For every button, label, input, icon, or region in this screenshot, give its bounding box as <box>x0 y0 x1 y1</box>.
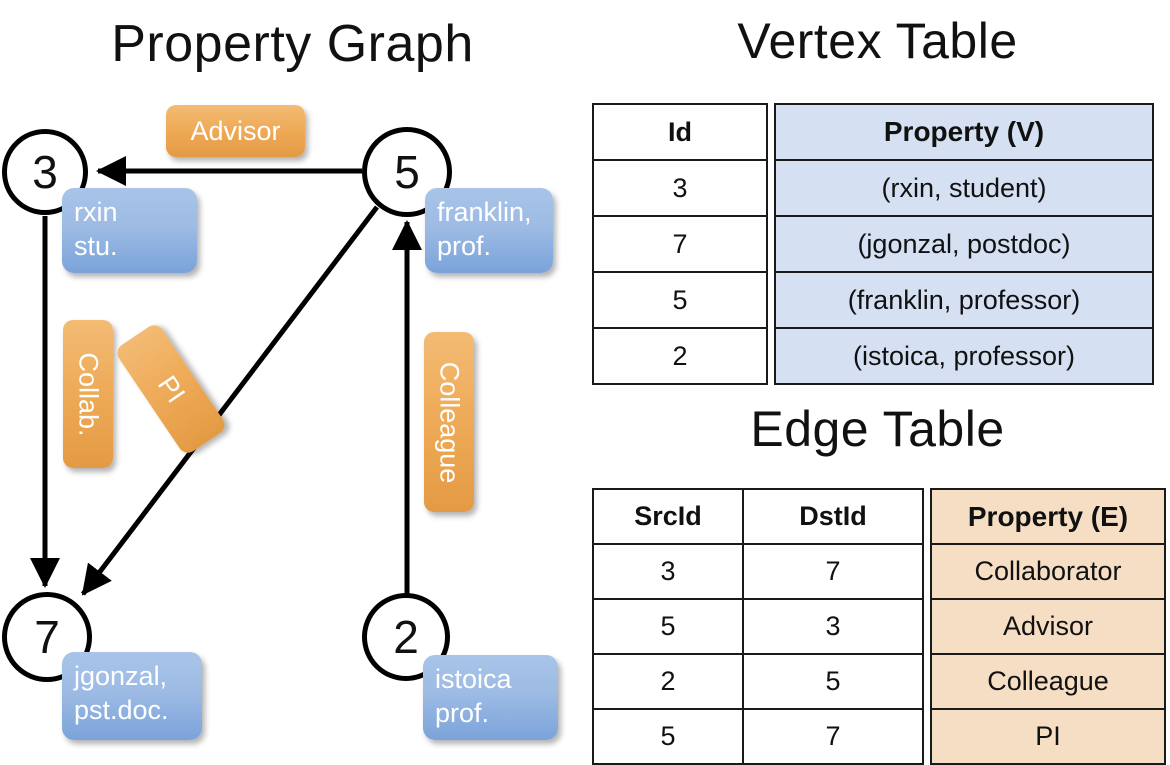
table-row[interactable]: 2 5 Colleague <box>592 653 1166 710</box>
graph-node-7-label: 7 <box>34 611 60 663</box>
vertex-cell-property: (jgonzal, postdoc) <box>774 215 1154 273</box>
table-row[interactable]: 3 7 Collaborator <box>592 543 1166 600</box>
table-row[interactable]: 2 (istoica, professor) <box>592 327 1154 385</box>
edge-cell-srcid: 5 <box>592 598 744 655</box>
table-row[interactable]: 5 3 Advisor <box>592 598 1166 655</box>
edge-label-colleague-text: Colleague <box>434 361 465 483</box>
edge-label-colleague[interactable]: Colleague <box>424 332 474 512</box>
graph-node-2-label: 2 <box>393 611 419 663</box>
edge-table-column-gap <box>923 599 931 654</box>
node-property-box-2-line2: prof. <box>435 697 490 728</box>
graph-node-3-label: 3 <box>32 146 58 198</box>
table-row[interactable]: 5 (franklin, professor) <box>592 271 1154 329</box>
edge-cell-srcid: 5 <box>592 708 744 765</box>
node-property-box-7-line1: jgonzal, <box>74 661 168 691</box>
vertex-cell-id: 7 <box>592 215 768 273</box>
edge-table-column-gap <box>923 654 931 709</box>
vertex-table-header-property: Property (V) <box>774 103 1154 161</box>
vertex-cell-property: (rxin, student) <box>774 159 1154 217</box>
vertex-table-column-gap <box>767 328 775 384</box>
node-property-box-2[interactable]: istoica prof. <box>423 655 558 740</box>
edge-label-advisor[interactable]: Advisor <box>166 105 305 157</box>
edge-table-header-srcid: SrcId <box>592 488 744 545</box>
vertex-cell-property: (istoica, professor) <box>774 327 1154 385</box>
edge-cell-dstid: 5 <box>742 653 924 710</box>
section-title-vertex-table: Vertex Table <box>737 13 1018 69</box>
edge-arrow-5-to-7 <box>81 205 379 596</box>
vertex-table-column-gap <box>767 160 775 216</box>
edge-table-column-gap <box>923 709 931 764</box>
node-property-box-5-line1: franklin, <box>437 197 532 227</box>
vertex-table-column-gap <box>767 272 775 328</box>
vertex-cell-id: 5 <box>592 271 768 329</box>
vertex-cell-id: 3 <box>592 159 768 217</box>
edge-cell-srcid: 2 <box>592 653 744 710</box>
edge-cell-dstid: 7 <box>742 543 924 600</box>
edge-label-collab[interactable]: Collab. <box>63 320 113 468</box>
vertex-cell-id: 2 <box>592 327 768 385</box>
edge-table: SrcId DstId Property (E) 3 7 Collaborato… <box>592 488 1166 765</box>
edge-cell-dstid: 7 <box>742 708 924 765</box>
table-row[interactable]: 3 (rxin, student) <box>592 159 1154 217</box>
vertex-table-header-id: Id <box>592 103 768 161</box>
edge-label-advisor-text: Advisor <box>190 115 281 146</box>
edge-cell-property: Advisor <box>930 598 1166 655</box>
node-property-box-5[interactable]: franklin, prof. <box>425 188 553 273</box>
edge-label-pi-text: PI <box>151 369 191 408</box>
vertex-cell-property: (franklin, professor) <box>774 271 1154 329</box>
graph-node-5[interactable]: 5 <box>362 127 452 217</box>
node-property-box-3[interactable]: rxin stu. <box>62 188 197 273</box>
edge-label-collab-text: Collab. <box>73 351 104 437</box>
edge-cell-srcid: 3 <box>592 543 744 600</box>
edge-table-header-property: Property (E) <box>930 488 1166 545</box>
vertex-table: Id Property (V) 3 (rxin, student) 7 (jgo… <box>592 103 1154 385</box>
edge-table-header-dstid: DstId <box>742 488 924 545</box>
node-property-box-3-line2: stu. <box>74 230 118 261</box>
edge-table-header-row: SrcId DstId Property (E) <box>592 488 1166 545</box>
node-property-box-3-line1: rxin <box>74 197 118 227</box>
edge-cell-dstid: 3 <box>742 598 924 655</box>
vertex-table-header-row: Id Property (V) <box>592 103 1154 161</box>
graph-node-2[interactable]: 2 <box>362 593 450 681</box>
table-row[interactable]: 5 7 PI <box>592 708 1166 765</box>
page-title-property-graph: Property Graph <box>111 15 474 73</box>
graph-node-5-label: 5 <box>394 146 420 198</box>
property-graph-diagram: 3 5 7 2 rxin stu. franklin, prof. jgonza… <box>0 0 585 760</box>
table-row[interactable]: 7 (jgonzal, postdoc) <box>592 215 1154 273</box>
node-property-box-7-line2: pst.doc. <box>74 694 169 725</box>
graph-edge-arrows <box>30 156 422 598</box>
node-property-box-7[interactable]: jgonzal, pst.doc. <box>62 652 202 740</box>
edge-cell-property: Collaborator <box>930 543 1166 600</box>
vertex-table-column-gap <box>767 216 775 272</box>
edge-cell-property: PI <box>930 708 1166 765</box>
edge-table-column-gap <box>923 489 931 544</box>
edge-table-column-gap <box>923 544 931 599</box>
vertex-table-column-gap <box>767 104 775 160</box>
node-property-box-2-line1: istoica <box>435 664 512 694</box>
section-title-edge-table: Edge Table <box>750 401 1005 457</box>
edge-cell-property: Colleague <box>930 653 1166 710</box>
node-property-box-5-line2: prof. <box>437 230 492 261</box>
